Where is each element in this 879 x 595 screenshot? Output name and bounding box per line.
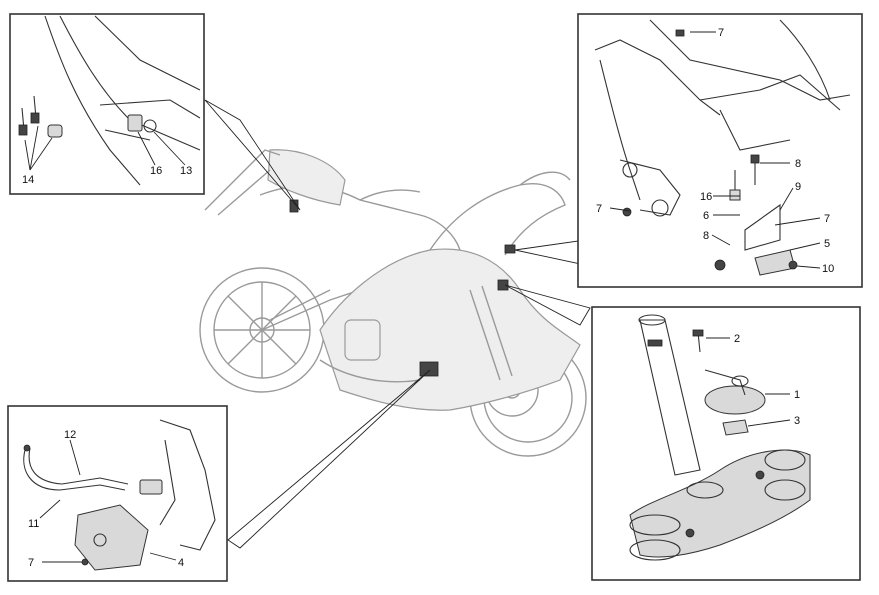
callout-1: 1 (794, 389, 800, 401)
callout-10: 10 (822, 263, 834, 275)
callout-16-right: 16 (700, 191, 712, 203)
panel-top-left: 14 16 13 (9, 13, 205, 195)
callout-12: 12 (64, 429, 76, 441)
callout-7-mid: 7 (824, 213, 830, 225)
bolt-parts (18, 95, 63, 138)
callout-7-bottom: 7 (28, 557, 34, 569)
motorcycle-illustration (199, 149, 587, 457)
callout-7-left: 7 (596, 203, 602, 215)
panel-bottom-right: 2 1 3 (591, 306, 861, 581)
panel-top-right: 7 8 9 7 16 6 7 8 5 10 (577, 13, 863, 288)
callout-3: 3 (794, 415, 800, 427)
panel-bottom-left: 12 11 7 4 (7, 405, 228, 582)
callout-13: 13 (180, 165, 192, 177)
callout-9: 9 (795, 181, 801, 193)
callout-7-top: 7 (718, 27, 724, 39)
callout-11: 11 (28, 518, 39, 530)
callout-14: 14 (22, 174, 34, 186)
callout-6: 6 (703, 210, 709, 222)
callout-2: 2 (734, 333, 740, 345)
callout-8-bottom: 8 (703, 230, 709, 242)
callout-8-top: 8 (795, 158, 801, 170)
callout-4: 4 (178, 557, 184, 569)
callout-16: 16 (150, 165, 162, 177)
callout-5: 5 (824, 238, 830, 250)
